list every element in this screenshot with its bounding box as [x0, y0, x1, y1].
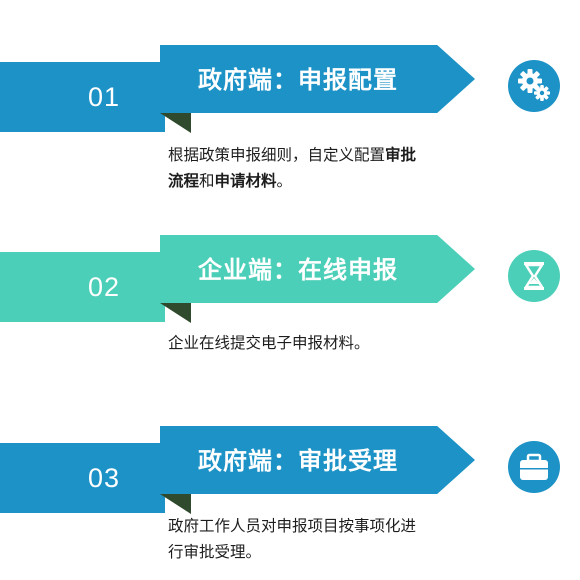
- desc-bold: 审批: [385, 146, 417, 164]
- step-title: 政府端：申报配置: [198, 66, 398, 94]
- step-description: 根据政策申报细则，自定义配置审批流程和申请材料。: [168, 142, 498, 194]
- step-banner: 政府端：申报配置: [160, 45, 475, 113]
- step-banner: 企业端：在线申报: [160, 235, 475, 303]
- desc-text: 。: [276, 172, 293, 190]
- step-title: 企业端：在线申报: [198, 256, 398, 284]
- gears-icon: [508, 60, 560, 112]
- ribbon-fold: [160, 303, 191, 323]
- desc-text: 和: [199, 172, 215, 190]
- ribbon-fold: [160, 113, 191, 133]
- ribbon-fold: [160, 494, 191, 514]
- step-number-tab: 02: [0, 252, 165, 322]
- step-3: 03 政府端：审批受理 政府工作人员对申报项目按事项化进 行审批受理。: [0, 381, 580, 561]
- step-number-tab: 01: [0, 62, 165, 132]
- desc-bold: 申请材料: [214, 172, 277, 190]
- step-title: 政府端：审批受理: [198, 447, 398, 475]
- briefcase-icon: [508, 441, 560, 493]
- step-1: 01 政府端：申报配置: [0, 0, 580, 190]
- desc-bold: 流程: [168, 172, 200, 190]
- step-description: 企业在线提交电子申报材料。: [168, 334, 370, 352]
- desc-text: 根据政策申报细则，自定义配置: [168, 146, 386, 164]
- step-number-tab: 03: [0, 443, 165, 513]
- desc-line: 政府工作人员对申报项目按事项化进: [168, 517, 417, 535]
- step-banner: 政府端：审批受理: [160, 426, 475, 494]
- hourglass-icon: [508, 250, 560, 302]
- step-description: 政府工作人员对申报项目按事项化进 行审批受理。: [168, 513, 498, 565]
- step-2: 02 企业端：在线申报 企业在线提交电子申报材料。: [0, 190, 580, 360]
- desc-line: 行审批受理。: [168, 543, 262, 561]
